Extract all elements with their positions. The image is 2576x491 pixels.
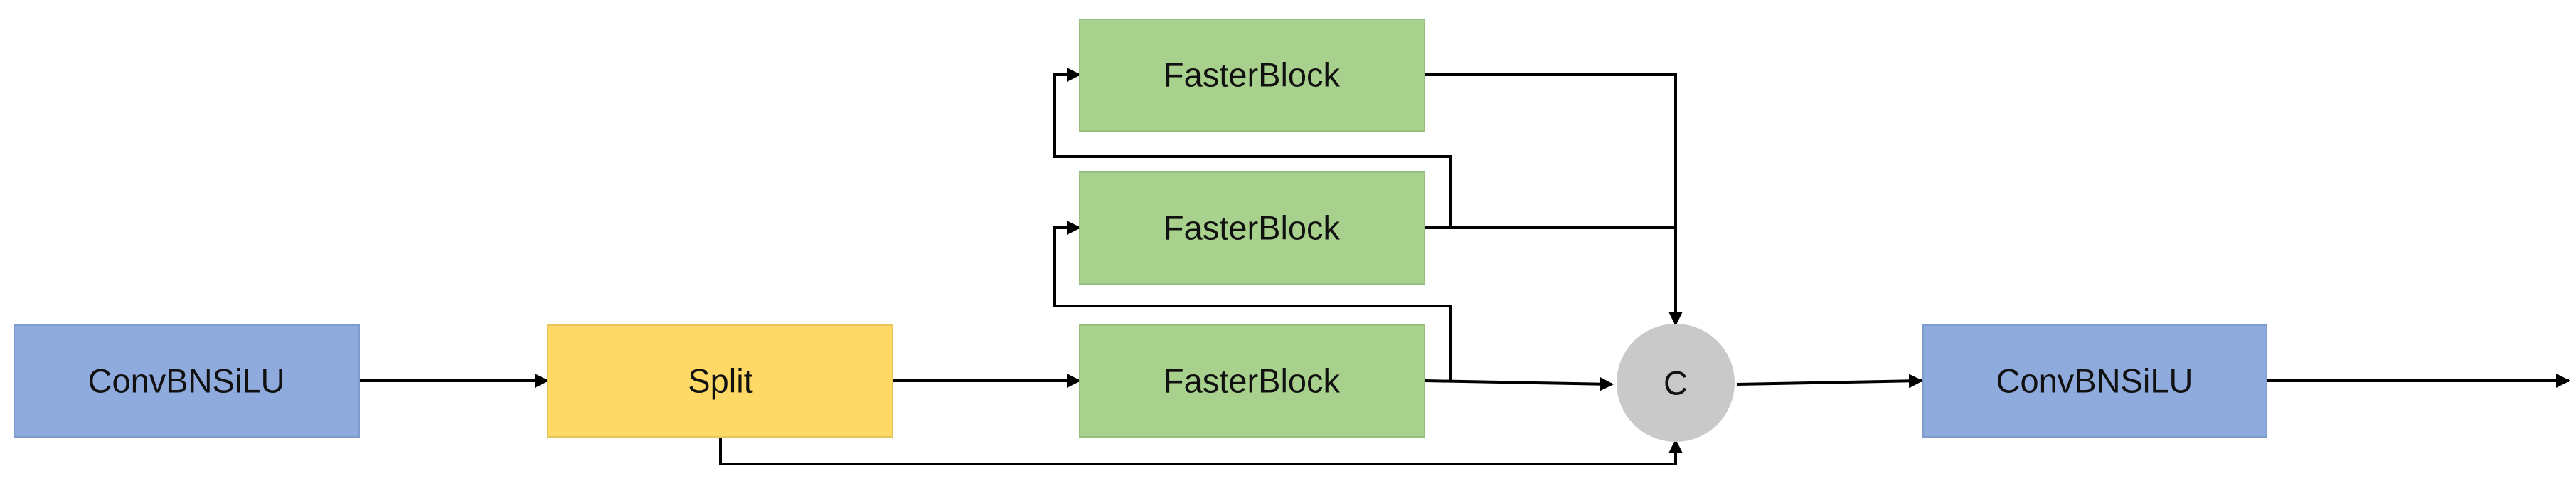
edge-fasterblock-bottom-to-middle (1053, 221, 1452, 381)
concat-label: C (1664, 364, 1688, 402)
node-fasterblock-middle: FasterBlock (1079, 171, 1425, 285)
convbnsilu-in-box (14, 324, 360, 438)
fasterblock-bottom-label: FasterBlock (1164, 362, 1341, 400)
split-box (547, 324, 893, 438)
edge-split-bypass-to-concat (719, 436, 1683, 465)
fasterblock-bottom-box (1079, 324, 1425, 438)
node-convbnsilu-in: ConvBNSiLU (14, 324, 360, 438)
fasterblock-top-box (1079, 19, 1425, 132)
convbnsilu-out-box (1922, 324, 2267, 438)
concat-circle (1617, 324, 1735, 442)
fasterblock-top-label: FasterBlock (1164, 56, 1341, 94)
node-convbnsilu-out: ConvBNSiLU (1922, 324, 2267, 438)
node-fasterblock-top: FasterBlock (1079, 19, 1425, 132)
edge-concat-to-conv-out (1736, 374, 1923, 389)
fasterblock-middle-box (1079, 171, 1425, 285)
node-split: Split (547, 324, 893, 438)
edges (359, 68, 2570, 465)
edge-fasterblock-top-to-concat (1425, 73, 1683, 326)
split-label: Split (688, 362, 752, 400)
fasterblock-middle-label: FasterBlock (1164, 209, 1341, 247)
convbnsilu-in-label: ConvBNSiLU (88, 362, 285, 400)
node-fasterblock-bottom: FasterBlock (1079, 324, 1425, 438)
edge-fasterblock-bottom-to-concat (1424, 376, 1614, 391)
node-concat: C (1617, 324, 1735, 442)
edge-fasterblock-middle-to-top (1053, 68, 1452, 228)
convbnsilu-out-label: ConvBNSiLU (1996, 362, 2193, 400)
